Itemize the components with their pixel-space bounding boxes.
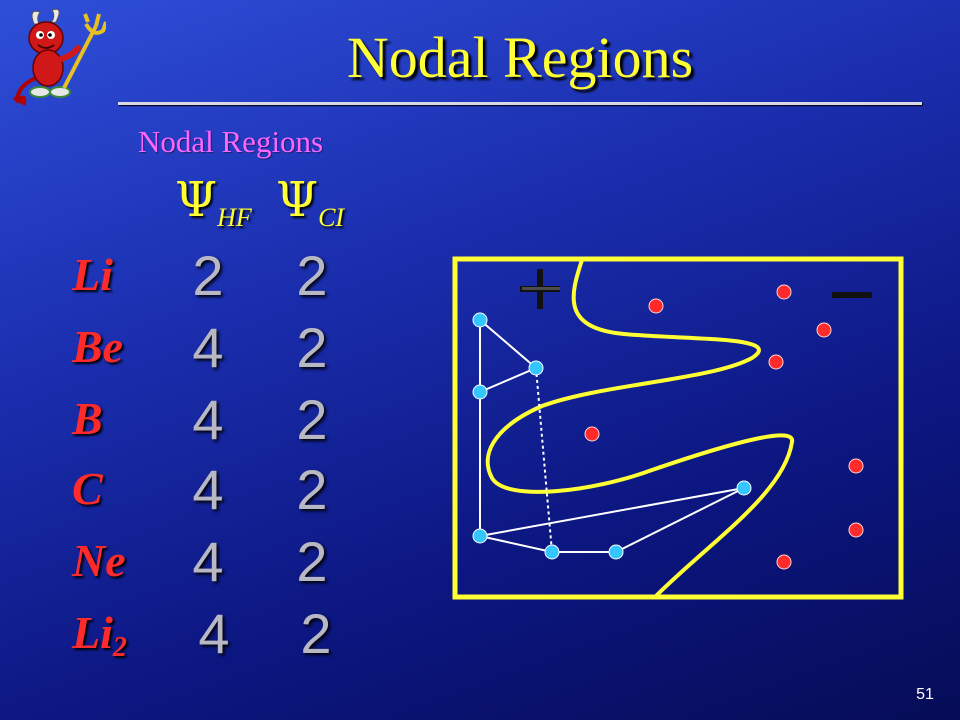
ci-count: 2 bbox=[296, 458, 328, 521]
hf-count: 4 bbox=[192, 316, 224, 379]
title-divider bbox=[118, 102, 922, 105]
slide-subtitle: Nodal Regions bbox=[138, 124, 324, 159]
cyan-particles bbox=[472, 312, 752, 560]
element-label: Be bbox=[72, 321, 124, 372]
particle-links bbox=[479, 319, 745, 553]
plus-sign bbox=[520, 269, 560, 309]
slide-title: Nodal Regions bbox=[346, 25, 694, 90]
hf-count: 4 bbox=[192, 458, 224, 521]
ci-count: 2 bbox=[296, 316, 328, 379]
element-label: Li bbox=[72, 249, 113, 300]
psi-hf-symbol: Ψ bbox=[175, 172, 218, 228]
element-label: Li2 bbox=[72, 607, 127, 664]
page-number: 51 bbox=[916, 686, 934, 703]
nodal-curve bbox=[485, 259, 795, 598]
psi-ci-symbol: Ψ bbox=[276, 172, 319, 228]
nodal-diagram bbox=[452, 256, 904, 600]
hf-count: 4 bbox=[198, 602, 230, 665]
hf-count: 4 bbox=[192, 530, 224, 593]
psi-ci-header: ΨCI bbox=[276, 174, 344, 244]
ci-count: 2 bbox=[296, 388, 328, 451]
psi-hf-subscript: HF bbox=[217, 203, 252, 232]
element-label: Ne bbox=[72, 535, 126, 586]
element-label: B bbox=[72, 393, 103, 444]
red-particles bbox=[584, 284, 864, 570]
ci-count: 2 bbox=[300, 602, 332, 665]
hf-count: 4 bbox=[192, 388, 224, 451]
diagram-frame bbox=[452, 256, 904, 600]
ci-count: 2 bbox=[296, 244, 328, 307]
hf-count: 2 bbox=[192, 244, 224, 307]
psi-hf-header: ΨHF bbox=[175, 174, 252, 244]
minus-sign bbox=[832, 292, 872, 298]
psi-ci-subscript: CI bbox=[318, 203, 345, 232]
ci-count: 2 bbox=[296, 530, 328, 593]
devil-mascot-icon bbox=[13, 8, 106, 106]
element-label: C bbox=[72, 463, 103, 514]
